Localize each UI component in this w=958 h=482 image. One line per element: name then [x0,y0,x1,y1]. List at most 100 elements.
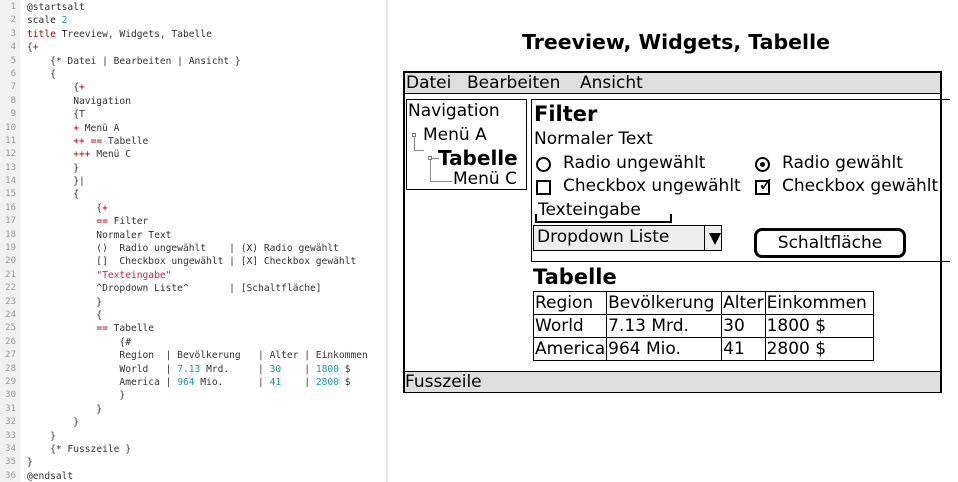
code-line[interactable]: 12 +++ Menü C [0,148,386,161]
table-cell: 41 [721,337,766,361]
code-text: {+ [27,202,108,214]
code-line[interactable]: 3 title Treeview, Widgets, Tabelle [0,28,386,41]
code-line[interactable]: 17 == Filter [0,215,386,228]
code-line[interactable]: 19 () Radio ungewählt | (X) Radio gewähl… [0,242,386,255]
code-line[interactable]: 26 {# [0,336,386,349]
code-line[interactable]: 28 World | 7.13 Mrd. | 30 | 1800 $ [0,363,386,376]
code-text: title Treeview, Widgets, Tabelle [27,28,212,40]
code-text: } [27,430,56,442]
code-text: }| [27,176,85,188]
code-text: } [27,457,33,469]
table-cell: Bevölkerung [606,291,723,315]
code-line[interactable]: 20 [] Checkbox ungewählt | [X] Checkbox … [0,255,386,268]
line-number: 1 [10,2,16,12]
line-number: 23 [5,296,16,307]
code-line[interactable]: 14 }| [0,175,386,188]
code-line[interactable]: 11 ++ == Tabelle [0,135,386,148]
line-number: 19 [5,243,16,254]
line-number: 4 [10,42,16,53]
line-number: 26 [5,336,16,347]
menu-item-bearbeiten[interactable]: Bearbeiten [467,73,561,93]
code-line[interactable]: 31 } [0,403,386,416]
code-line[interactable]: 13 } [0,162,386,175]
line-number: 10 [5,122,16,133]
line-number: 34 [5,443,16,454]
code-text: == Filter [96,216,149,228]
code-line[interactable]: 7 {+ [0,81,386,94]
code-line[interactable]: 1@startsalt [0,1,386,14]
tree-item-menu-a[interactable]: Menü A [423,125,487,145]
tree-root-navigation[interactable]: Navigation [408,101,500,121]
code-text: {T [27,109,85,121]
table-cell: 7.13 Mrd. [606,314,723,338]
radio-unselected[interactable] [536,157,551,172]
filter-group [531,99,950,262]
text-input[interactable]: Texteingabe [538,200,641,220]
line-number: 11 [5,135,16,146]
code-text: "Texteingabe" [96,269,172,281]
line-number: 24 [5,309,16,320]
tree-item-menu-c[interactable]: Menü C [453,169,517,189]
code-line[interactable]: 4{+ [0,41,386,54]
dropdown-arrow-icon [709,233,721,245]
line-number: 17 [5,216,16,227]
diagram-title: Treeview, Widgets, Tabelle [521,30,831,54]
code-line[interactable]: 29 America | 964 Mio. | 41 | 2800 $ [0,376,386,389]
code-line[interactable]: 8 Navigation [0,95,386,108]
code-line[interactable]: 22 ^Dropdown Liste^ | [Schaltfläche] [0,282,386,295]
checkbox-unchecked[interactable] [536,180,551,195]
line-number: 2 [10,15,16,26]
code-line[interactable]: 18 Normaler Text [0,229,386,242]
tree-node-icon [412,133,416,137]
code-text: {* Datei | Bearbeiten | Ansicht } [27,55,241,67]
code-text: () Radio ungewählt | (X) Radio gewählt [27,243,339,255]
line-number: 15 [5,189,16,200]
footer-label: Fusszeile [405,372,482,392]
code-line[interactable]: 30 } [0,389,386,402]
line-number: 3 [10,28,16,39]
code-line[interactable]: 27 Region | Bevölkerung | Alter | Einkom… [0,349,386,362]
code-text: } [27,417,79,429]
radio-selected[interactable] [755,157,770,172]
line-number: 31 [5,403,16,414]
code-line[interactable]: 25 == Tabelle [0,322,386,335]
radio-selected-label: Radio gewählt [782,153,903,173]
checkbox-checked[interactable]: ✓ [755,176,774,195]
code-line[interactable]: 34 {* Fusszeile } [0,443,386,456]
code-line[interactable]: 24 { [0,309,386,322]
line-number: 22 [5,283,16,294]
code-line[interactable]: 23 } [0,296,386,309]
table-cell: Alter [721,291,766,315]
code-line[interactable]: 35} [0,456,386,469]
code-text: { [27,68,56,80]
diagram-preview: Treeview, Widgets, Tabelle Datei Bearbei… [388,0,958,482]
code-line[interactable]: 15 { [0,188,386,201]
code-line[interactable]: 16 {+ [0,202,386,215]
menu-item-ansicht[interactable]: Ansicht [580,73,643,93]
code-text: +++ Menü C [73,149,131,161]
schaltflaeche-button[interactable]: Schaltfläche [754,228,906,258]
code-line[interactable]: 9 {T [0,108,386,121]
code-line[interactable]: 33 } [0,430,386,443]
code-line[interactable]: 36@endsalt [0,470,386,482]
code-line[interactable]: 21 "Texteingabe" [0,269,386,282]
code-line[interactable]: 6 { [0,68,386,81]
tree-item-tabelle[interactable]: Tabelle [438,146,518,170]
code-text: ^Dropdown Liste^ | [Schaltfläche] [27,283,322,295]
line-number: 36 [5,470,16,481]
line-number: 27 [5,350,16,361]
line-number: 9 [10,109,16,120]
code-line[interactable]: 5 {* Datei | Bearbeiten | Ansicht } [0,55,386,68]
line-number: 6 [10,68,16,79]
table-cell: America [532,337,608,361]
menu-item-datei[interactable]: Datei [406,73,452,93]
code-text: {# [27,336,131,348]
code-line[interactable]: 10 + Menü A [0,122,386,135]
pane-divider[interactable] [386,0,388,482]
dropdown-list[interactable]: Dropdown Liste [533,225,722,251]
code-line[interactable]: 32 } [0,416,386,429]
